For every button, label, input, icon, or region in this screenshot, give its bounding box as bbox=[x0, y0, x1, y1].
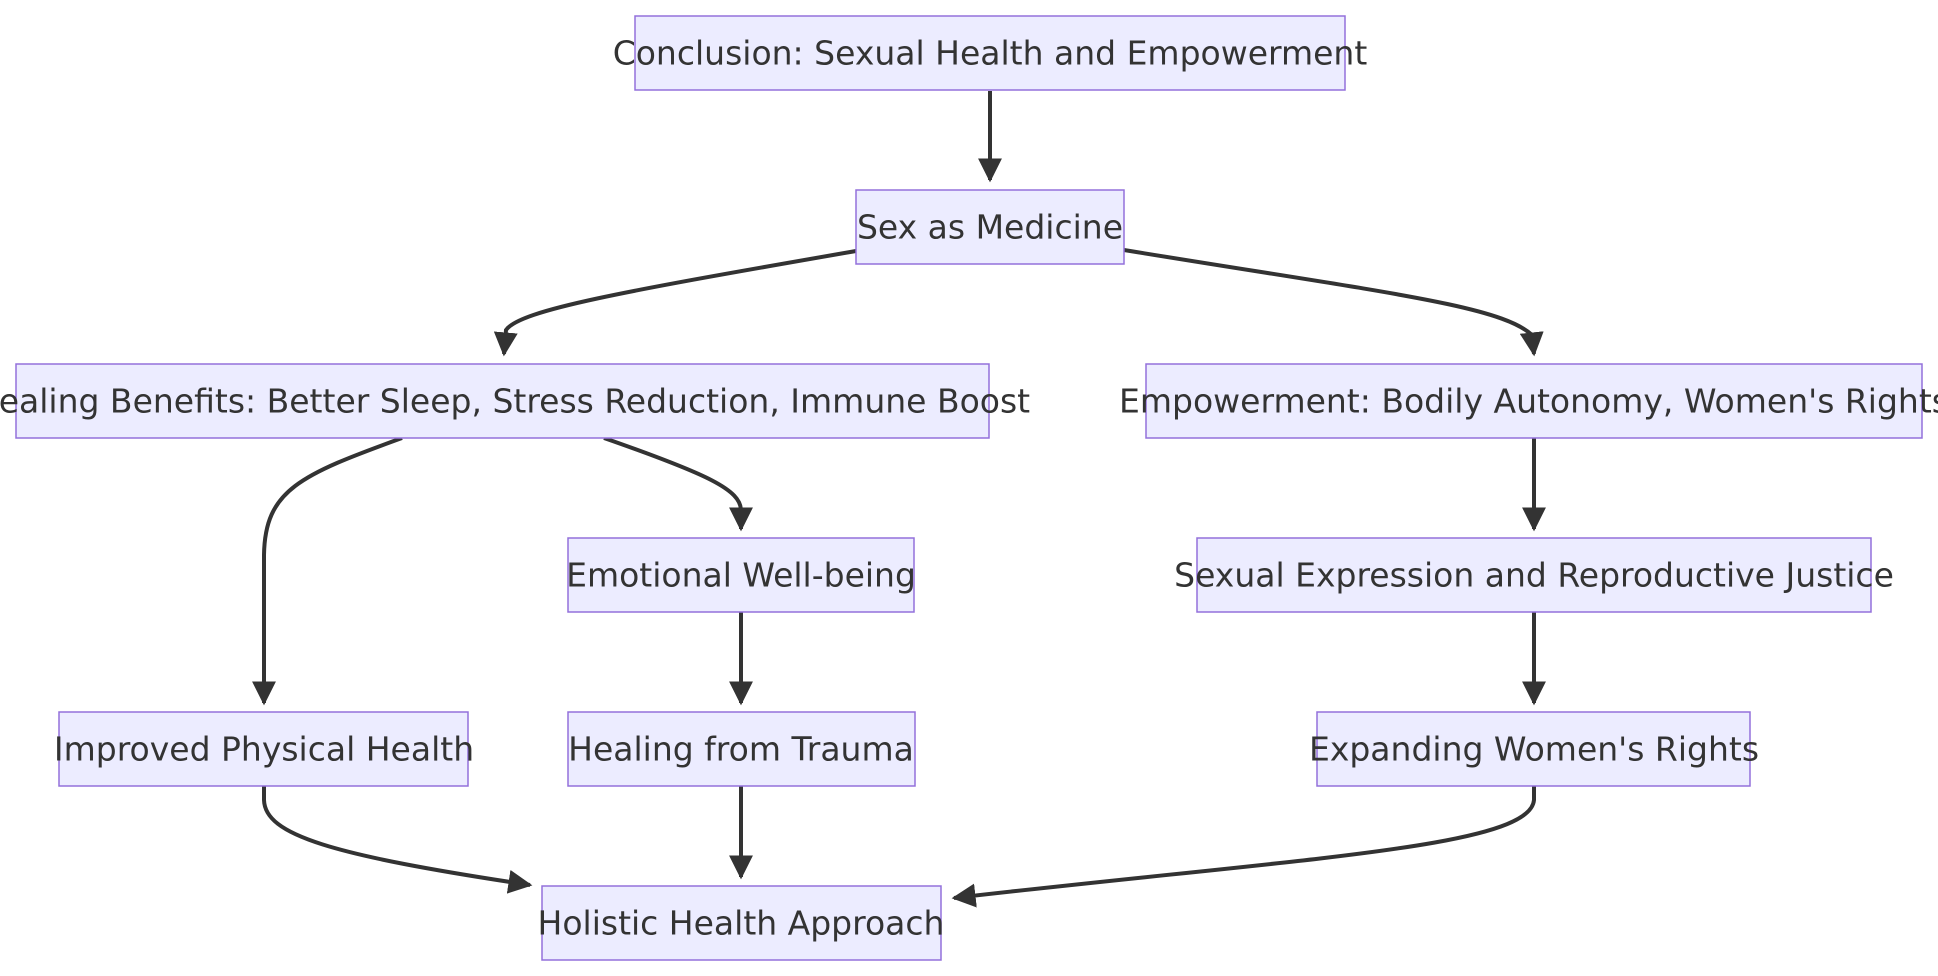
edge-healing-benefits-to-emotional bbox=[603, 436, 753, 532]
node-expanding-womens-rights: Expanding Women's Rights bbox=[1309, 711, 1759, 787]
edge-sex-medicine-to-empowerment bbox=[1123, 248, 1544, 357]
node-expanding-womens-rights-label: Expanding Women's Rights bbox=[1309, 730, 1759, 769]
node-sex-as-medicine: Sex as Medicine bbox=[855, 189, 1125, 265]
edge-physical-to-holistic bbox=[262, 786, 533, 894]
node-empowerment-box bbox=[1145, 363, 1923, 439]
node-healing-from-trauma-box bbox=[567, 711, 916, 787]
node-improved-physical-health-box bbox=[58, 711, 469, 787]
node-conclusion-box bbox=[634, 15, 1346, 91]
node-healing-benefits-label: Healing Benefits: Better Sleep, Stress R… bbox=[0, 382, 1030, 421]
node-conclusion-label: Conclusion: Sexual Health and Empowermen… bbox=[613, 34, 1368, 73]
node-improved-physical-health: Improved Physical Health bbox=[54, 711, 474, 787]
node-holistic-health-approach: Holistic Health Approach bbox=[538, 885, 945, 961]
node-emotional-well-being-label: Emotional Well-being bbox=[566, 556, 916, 595]
node-sex-as-medicine-label: Sex as Medicine bbox=[857, 208, 1123, 247]
node-holistic-health-approach-box bbox=[541, 885, 942, 961]
node-improved-physical-health-label: Improved Physical Health bbox=[54, 730, 474, 769]
node-healing-benefits-box bbox=[15, 363, 990, 439]
node-expanding-womens-rights-box bbox=[1316, 711, 1751, 787]
node-sexual-expression: Sexual Expression and Reproductive Justi… bbox=[1174, 537, 1894, 613]
node-empowerment: Empowerment: Bodily Autonomy, Women's Ri… bbox=[1119, 363, 1938, 439]
node-healing-from-trauma: Healing from Trauma bbox=[567, 711, 916, 787]
node-sexual-expression-box bbox=[1196, 537, 1872, 613]
node-emotional-well-being-box bbox=[567, 537, 915, 613]
edges bbox=[252, 91, 1546, 908]
node-emotional-well-being: Emotional Well-being bbox=[566, 537, 916, 613]
node-sexual-expression-label: Sexual Expression and Reproductive Justi… bbox=[1174, 556, 1894, 595]
node-empowerment-label: Empowerment: Bodily Autonomy, Women's Ri… bbox=[1119, 382, 1938, 421]
node-healing-benefits: Healing Benefits: Better Sleep, Stress R… bbox=[0, 363, 1030, 439]
node-healing-from-trauma-label: Healing from Trauma bbox=[568, 730, 914, 769]
edge-healing-benefits-to-physical bbox=[252, 436, 403, 706]
edge-womens-rights-to-holistic bbox=[951, 786, 1536, 908]
node-conclusion: Conclusion: Sexual Health and Empowermen… bbox=[613, 15, 1368, 91]
node-sex-as-medicine-box bbox=[855, 189, 1125, 265]
edge-sex-medicine-to-healing-benefits bbox=[493, 249, 857, 357]
node-holistic-health-approach-label: Holistic Health Approach bbox=[538, 904, 945, 943]
